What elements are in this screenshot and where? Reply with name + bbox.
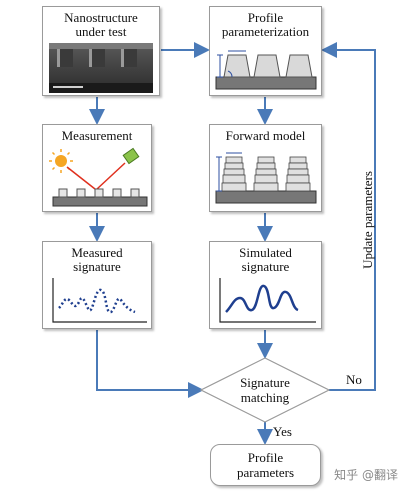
measurement-illustration: [49, 147, 148, 207]
nanostructure-title-line2: under test: [75, 24, 127, 39]
forward-model-box: Forward model: [209, 124, 322, 212]
yes-label: Yes: [273, 424, 292, 439]
no-label: No: [346, 372, 362, 387]
profile-param-title-line2: parameterization: [221, 24, 310, 39]
simulated-title-line1: Simulated: [239, 245, 292, 260]
result-title-line2: parameters: [236, 465, 295, 480]
simulated-signal-plot: [219, 278, 316, 323]
measured-title-line1: Measured: [71, 245, 123, 260]
sliced-profile-illustration: [215, 152, 317, 204]
simulated-signature-box: Simulated signature: [209, 241, 322, 329]
measured-signal-curve: [58, 288, 136, 314]
signature-matching-label: Signature matching: [205, 375, 325, 405]
watermark-text: 知乎 @翻译: [334, 468, 398, 482]
nanostructure-title-line1: Nanostructure: [64, 10, 138, 25]
matching-line1: Signature: [240, 375, 290, 390]
profile-param-title-line1: Profile: [247, 10, 284, 25]
signature-matching-diamond: [199, 357, 331, 423]
measured-signature-box: Measured signature: [42, 241, 152, 329]
profile-parameterization-box: Profile parameterization: [209, 6, 322, 96]
measurement-title: Measurement: [61, 128, 133, 143]
trapezoid-profile-illustration: [215, 50, 317, 90]
detector-icon: [122, 147, 140, 165]
matching-line2: matching: [240, 390, 290, 405]
measured-signal-plot: [52, 278, 147, 323]
update-parameters-label: Update parameters: [360, 171, 375, 269]
arrow-update-loop: [321, 42, 376, 391]
forward-model-title: Forward model: [225, 128, 306, 143]
nanostructure-box: Nanostructure under test: [42, 6, 160, 96]
result-title-line1: Profile: [247, 450, 284, 465]
simulated-title-line2: signature: [241, 259, 290, 274]
measurement-box: Measurement: [42, 124, 152, 212]
sem-image: [49, 43, 153, 93]
measured-title-line2: signature: [73, 259, 121, 274]
arrow-measured-to-matching: [96, 330, 204, 398]
simulated-signal-curve: [225, 284, 299, 313]
profile-parameters-box: Profile parameters: [210, 444, 321, 486]
